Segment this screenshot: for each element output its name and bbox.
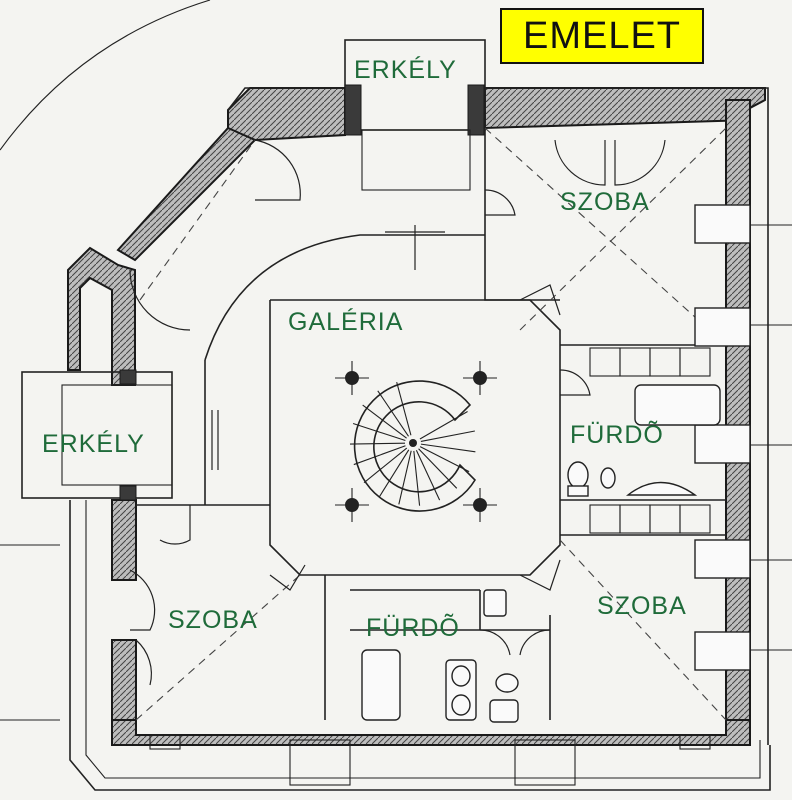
stair-tread — [420, 443, 476, 453]
toilet-right — [567, 461, 698, 497]
stair-tread — [379, 449, 410, 497]
label-room-bottom-left: SZOBA — [168, 606, 258, 634]
balcony-top — [344, 39, 486, 191]
stair-tread — [418, 448, 458, 489]
sinks-bottom — [445, 589, 519, 723]
stair-tread — [353, 445, 406, 466]
stair-tread — [352, 423, 406, 442]
label-room-top-right: SZOBA — [560, 188, 650, 216]
stair-tread — [362, 404, 407, 439]
balcony-left — [21, 369, 173, 501]
stair-tread — [419, 411, 468, 440]
column-crosshairs — [335, 361, 497, 522]
interior-walls — [136, 128, 726, 720]
stair-tread — [396, 382, 412, 436]
label-bathroom-right: FÜRDÕ — [570, 420, 664, 449]
stair-tread — [377, 390, 409, 437]
windows-bottom — [149, 734, 711, 786]
spiral-staircase — [349, 380, 477, 512]
label-balcony-left: ERKÉLY — [42, 429, 145, 458]
windows-right — [694, 204, 751, 671]
floor-level-tag: EMELET — [500, 8, 704, 64]
bathtub-right — [634, 384, 721, 426]
exterior-walls — [67, 87, 771, 791]
bath-tiles — [589, 347, 711, 534]
outer-frame — [227, 87, 769, 745]
label-room-bottom-right: SZOBA — [597, 592, 687, 620]
stair-tread — [349, 442, 406, 445]
doors — [129, 139, 666, 686]
stair-tread — [398, 450, 412, 505]
label-bathroom-bottom: FÜRDÕ — [366, 613, 460, 642]
label-gallery: GALÉRIA — [288, 307, 403, 336]
stair-tread — [363, 447, 408, 484]
stair-tread — [413, 450, 421, 506]
stair-tread — [415, 450, 441, 501]
stair-tread — [419, 446, 470, 473]
label-balcony-top: ERKÉLY — [354, 55, 457, 84]
bathtub-bottom — [361, 649, 401, 721]
outer-arc — [0, 0, 211, 151]
stair-tread — [420, 430, 475, 443]
